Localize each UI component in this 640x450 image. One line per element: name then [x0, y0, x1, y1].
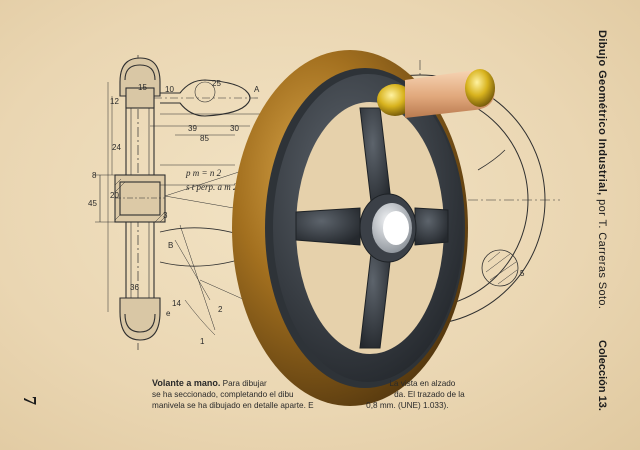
label-pm: p m = n 2: [185, 168, 222, 178]
dim-14: 14: [172, 299, 181, 308]
caption-line2-end: da. El trazado de la: [394, 390, 465, 399]
point-3: 3: [163, 211, 168, 220]
handwheel-render: [232, 50, 495, 406]
point-2: 2: [218, 305, 223, 314]
caption-line1: Para dibujar: [222, 379, 267, 388]
book-author: por T. Carreras Soto.: [596, 199, 608, 310]
book-title: Dibujo Geométrico Industrial,: [596, 30, 608, 196]
page-number: 7: [20, 396, 40, 405]
point-e: e: [166, 309, 171, 318]
point-b: B: [168, 241, 173, 250]
dim-45: 45: [88, 199, 97, 208]
caption-line3-end: 0,8 mm. (UNE) 1.033).: [366, 401, 449, 410]
dim-30: 30: [230, 124, 239, 133]
point-5: 5: [520, 269, 525, 278]
dimension-labels: A p m = n 2 s t perp. a m 2 39 30 85 25 …: [88, 79, 525, 346]
spoke-tracing: [159, 164, 246, 336]
dim-15: 15: [138, 83, 147, 92]
caption-title: Volante a mano.: [152, 378, 221, 388]
section-view: [95, 55, 260, 350]
caption-line2: se ha seccionado, completando el dibu: [152, 390, 294, 399]
book-title-vertical: Dibujo Geométrico Industrial, por T. Car…: [596, 30, 608, 309]
dim-10: 10: [165, 85, 174, 94]
label-a: A: [254, 85, 260, 94]
handle-detail: [150, 79, 260, 136]
dim-24: 24: [112, 143, 121, 152]
point-1: 1: [200, 337, 205, 346]
dim-20: 20: [110, 191, 119, 200]
collection-label: Colección 13.: [596, 340, 608, 411]
dim-36: 36: [130, 283, 139, 292]
point-8: 8: [92, 171, 97, 180]
dim-12: 12: [110, 97, 119, 106]
caption-line3: manivela se ha dibujado en detalle apart…: [152, 401, 314, 410]
dim-85: 85: [200, 134, 209, 143]
caption-line1-end: La vista en alzado: [389, 379, 456, 388]
label-st: s t perp. a m 2: [186, 182, 238, 192]
dim-25: 25: [212, 79, 221, 88]
dim-39: 39: [188, 124, 197, 133]
figure-caption: Volante a mano. Para dibujar La vista en…: [152, 378, 482, 411]
